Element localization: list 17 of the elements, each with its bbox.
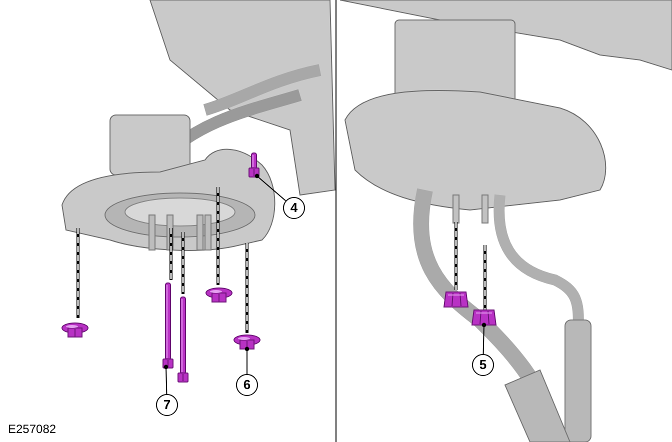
bolt [248,152,260,178]
leader-line [244,346,250,374]
leader-line [254,174,286,202]
hex-nut [443,292,469,308]
hex-nut [471,310,497,326]
flange-nut [62,322,88,338]
leader-line [164,364,168,394]
bolt [162,282,174,368]
callout-number: 4 [283,197,305,219]
flange-nut [206,288,232,302]
bolt [178,296,188,382]
callout-number: 7 [156,394,178,416]
callout-number: 5 [472,354,494,376]
flange-nut [234,334,260,350]
figure-number: E257082 [8,422,56,436]
callout-number: 6 [236,374,258,396]
leader-line [482,322,486,354]
